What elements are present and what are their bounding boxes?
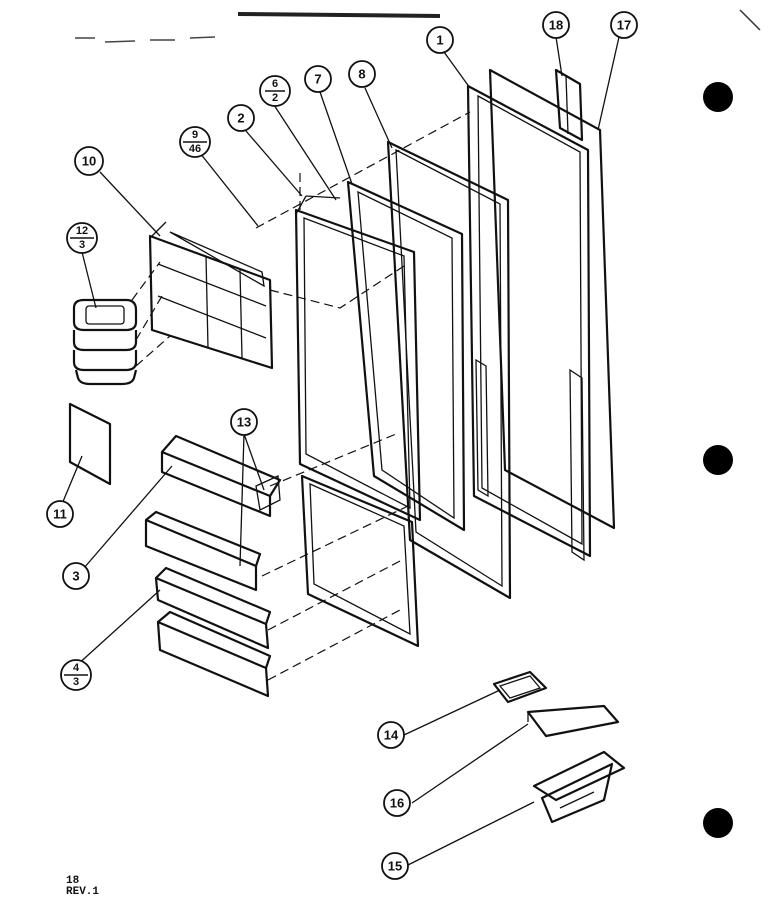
part-14-small-tray [492, 670, 548, 704]
svg-text:3: 3 [72, 569, 79, 584]
svg-text:7: 7 [314, 72, 321, 87]
callout-16: 16 [383, 789, 411, 817]
callout-4-3: 4 3 [60, 659, 92, 691]
punch-hole-bottom [703, 808, 733, 838]
svg-text:8: 8 [358, 67, 365, 82]
svg-text:17: 17 [617, 18, 631, 33]
callout-13: 13 [230, 408, 258, 436]
part-17-back-panel [488, 68, 616, 530]
lower-liner-frame [300, 474, 420, 648]
part-8-gasket [386, 140, 512, 600]
callout-1: 1 [426, 26, 454, 54]
part-1-door-panel [466, 84, 592, 562]
part-11-panel [68, 402, 112, 486]
callout-7: 7 [304, 65, 332, 93]
callout-6-2: 6 2 [259, 75, 291, 107]
part-4-door-shelves [144, 510, 272, 698]
callout-15: 15 [381, 852, 409, 880]
svg-text:6: 6 [272, 78, 278, 90]
page-number: 18 [66, 875, 80, 887]
svg-text:2: 2 [272, 92, 278, 104]
svg-text:12: 12 [76, 225, 88, 237]
svg-text:16: 16 [390, 796, 404, 811]
part-10-shelf-rack [148, 221, 274, 370]
svg-text:9: 9 [192, 129, 198, 141]
svg-text:4: 4 [73, 662, 80, 674]
svg-text:3: 3 [73, 676, 79, 688]
assembly-lines [131, 111, 471, 681]
callout-9-46: 9 46 [179, 126, 211, 158]
callout-18: 18 [542, 11, 570, 39]
scan-noise [75, 9, 761, 43]
callout-3: 3 [62, 562, 90, 590]
svg-text:14: 14 [384, 728, 399, 743]
part-15-ice-bucket [532, 750, 626, 824]
callout-10: 10 [74, 146, 104, 176]
part-7-liner-frame [346, 180, 466, 532]
callout-12-3: 12 3 [66, 222, 98, 254]
svg-text:13: 13 [237, 415, 251, 430]
part-3-door-bin [160, 434, 282, 518]
punch-hole-middle [703, 445, 733, 475]
svg-text:46: 46 [189, 143, 201, 155]
page-footer: 18 REV.1 [66, 876, 99, 898]
svg-text:18: 18 [549, 18, 563, 33]
svg-text:3: 3 [79, 239, 85, 251]
callout-2: 2 [227, 104, 255, 132]
svg-text:11: 11 [53, 507, 67, 522]
svg-text:1: 1 [436, 33, 443, 48]
leader-lines [61, 36, 620, 866]
svg-text:2: 2 [237, 111, 244, 126]
part-12-containers [72, 298, 138, 386]
part-16-lid [526, 704, 620, 738]
callout-8: 8 [348, 60, 376, 88]
svg-text:15: 15 [388, 859, 402, 874]
punch-hole-top [703, 82, 733, 112]
revision-label: REV.1 [66, 886, 100, 898]
svg-text:10: 10 [82, 154, 96, 169]
callout-14: 14 [377, 721, 405, 749]
callout-17: 17 [610, 11, 638, 39]
part-18-strip [554, 68, 584, 142]
callout-11: 11 [46, 500, 74, 528]
